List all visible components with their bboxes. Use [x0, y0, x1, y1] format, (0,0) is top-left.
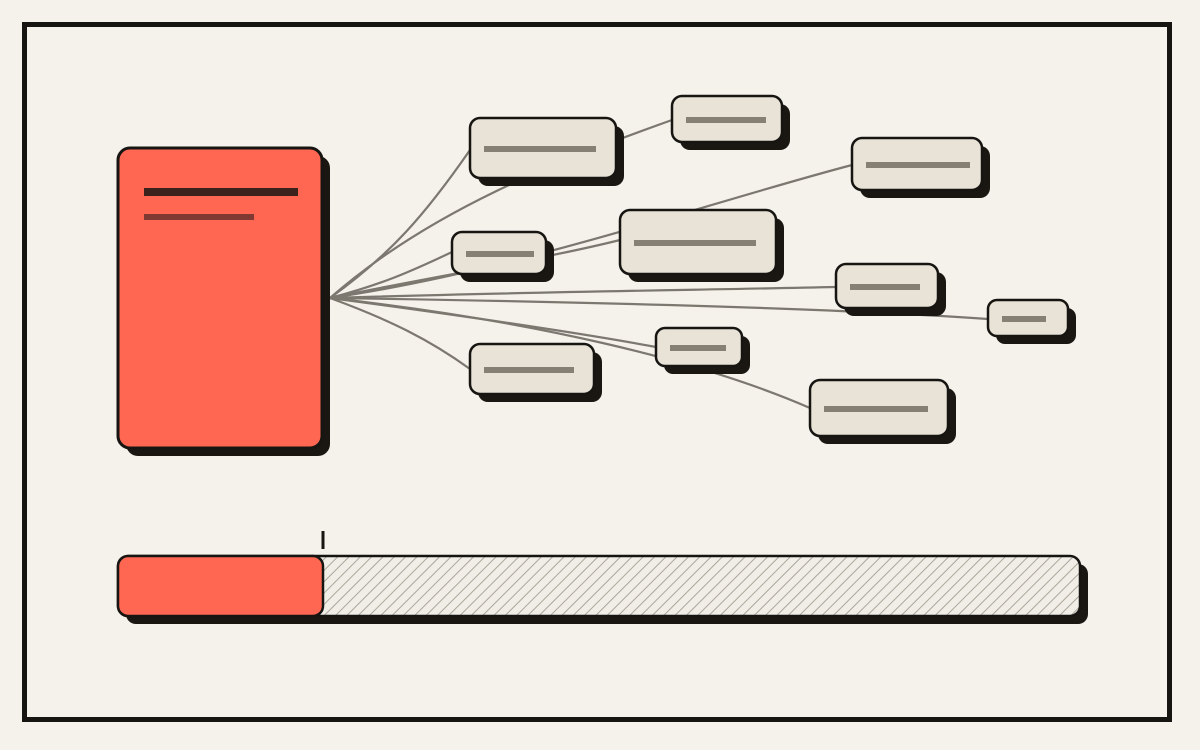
branch-node-n10: [808, 378, 956, 444]
progress-bar: [116, 531, 1088, 624]
node-text-line: [466, 251, 534, 257]
node-text-line: [484, 367, 574, 373]
branch-node-n8: [468, 342, 602, 402]
connector-line: [328, 148, 472, 300]
connector-line: [328, 296, 812, 410]
root-title-bar: [144, 188, 298, 196]
branch-node-n9: [654, 326, 750, 374]
node-text-line: [484, 146, 596, 152]
branch-node-n5: [618, 208, 784, 282]
diagram-frame: [22, 22, 1172, 722]
root-node: [116, 146, 330, 456]
branch-node-n7: [986, 298, 1076, 344]
branch-node-n3: [850, 136, 990, 198]
connector-line: [328, 118, 674, 300]
connector-group: [328, 118, 990, 410]
node-text-line: [686, 117, 766, 123]
branch-node-n2: [670, 94, 790, 150]
node-text-line: [1002, 316, 1046, 322]
node-text-line: [824, 406, 928, 412]
root-subtitle-bar: [144, 214, 254, 220]
branch-node-n1: [468, 116, 624, 186]
node-text-line: [850, 284, 920, 290]
connector-line: [328, 296, 658, 349]
branch-node-n6: [834, 262, 946, 316]
connector-line: [328, 296, 472, 371]
connector-line: [328, 250, 454, 300]
branch-node-n4: [450, 230, 554, 282]
connector-line: [328, 163, 854, 300]
progress-fill: [116, 554, 325, 618]
connector-line: [328, 285, 838, 300]
node-text-line: [670, 345, 726, 351]
node-text-line: [634, 240, 756, 246]
node-text-line: [866, 162, 970, 168]
